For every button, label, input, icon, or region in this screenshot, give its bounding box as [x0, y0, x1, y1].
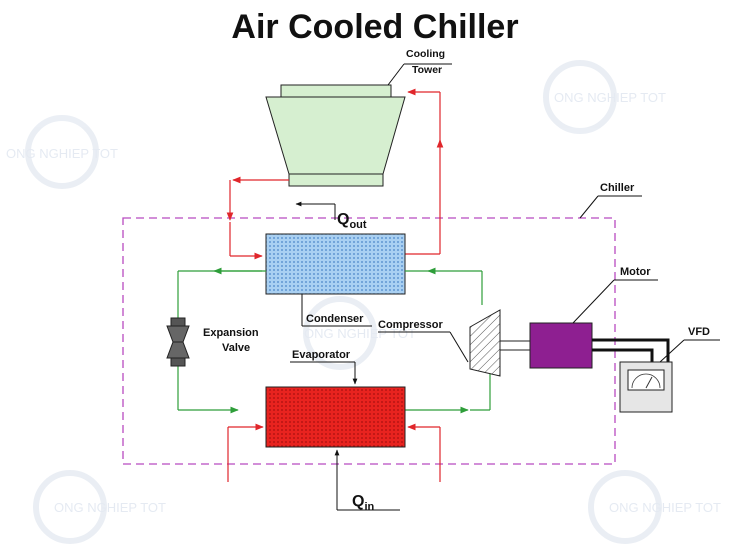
compressor-leader: [449, 331, 469, 363]
compressor-label: Compressor: [378, 319, 444, 331]
compressor: [469, 309, 501, 377]
vfd-label: VFD: [688, 326, 710, 338]
watermark-text: ONG NGHIEP TOT: [54, 500, 166, 515]
watermark-text: ONG NGHIEP TOT: [609, 500, 721, 515]
vfd-leader: [659, 339, 685, 363]
condenser: [265, 233, 406, 295]
watermark-text: ONG NGHIEP TOT: [6, 146, 118, 161]
vfd: [619, 361, 673, 413]
cooling-tower-label: Tower: [412, 64, 442, 76]
condenser-label: Condenser: [306, 313, 364, 325]
cooling-tower-label: Cooling: [406, 48, 445, 60]
q-in-label: Qin: [352, 493, 375, 513]
chilled-water-loop: [227, 423, 441, 482]
chiller-label: Chiller: [600, 182, 635, 194]
motor-label: Motor: [620, 266, 651, 278]
expansion-valve-label: Valve: [222, 342, 250, 354]
expansion-valve: [166, 317, 190, 367]
expansion-valve-label: Expansion: [203, 327, 259, 339]
motor-leader: [572, 279, 615, 324]
evaporator-label: Evaporator: [292, 349, 351, 361]
vfd-cables: [592, 338, 670, 362]
watermark-group: ONG NGHIEP TOT ONG NGHIEP TOT ONG NGHIEP…: [6, 60, 721, 544]
watermark-text: ONG NGHIEP TOT: [554, 90, 666, 105]
motor: [529, 322, 593, 369]
cooling-tower: [265, 84, 406, 187]
evaporator: [265, 386, 406, 448]
condenser-water-loop: [226, 88, 444, 260]
diagram-title: Air Cooled Chiller: [231, 8, 518, 46]
watermark-text: ONG NGHIEP TOT: [304, 326, 416, 341]
q-out-label: Qout: [337, 211, 367, 231]
chiller-leader: [579, 195, 599, 219]
cooling-tower-leader: [387, 63, 405, 86]
